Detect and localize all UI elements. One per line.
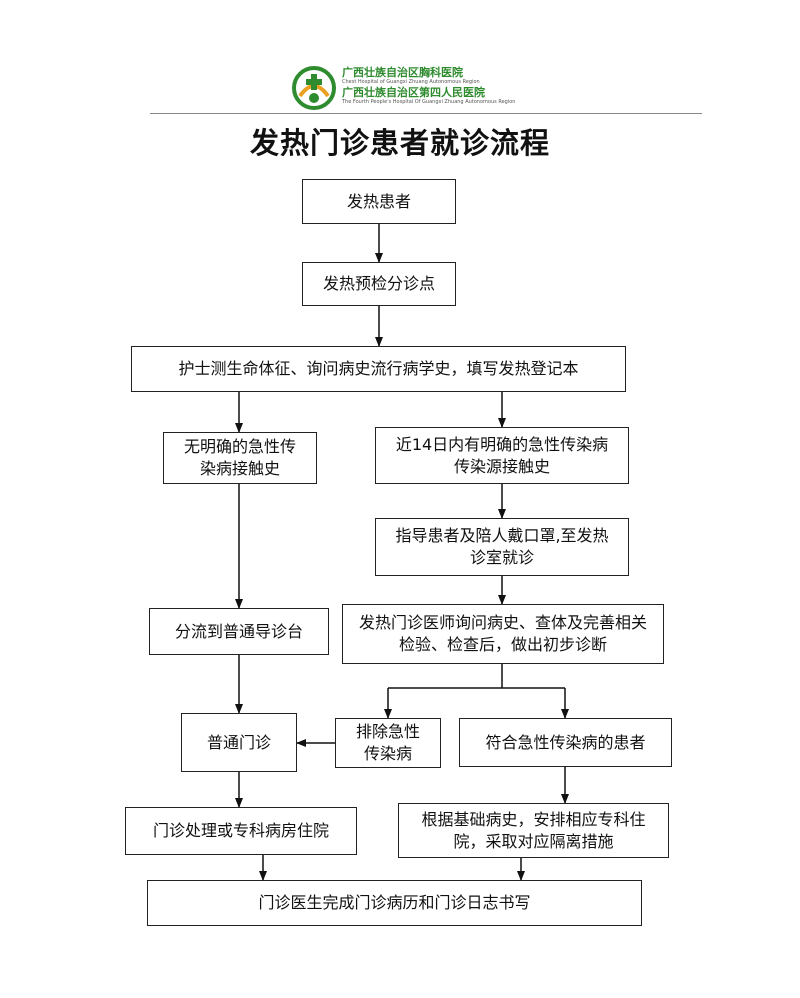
node-no-contact-label: 无明确的急性传染病接触史 (183, 437, 296, 478)
node-final-record-label: 门诊医生完成门诊病历和门诊日志书写 (258, 893, 531, 912)
node-fever-patient-label: 发热患者 (346, 191, 411, 211)
hospital-logo-icon (292, 66, 336, 110)
node-doctor-diagnose-label: 发热门诊医师询问病史、查体及完善相关检验、检查后，做出初步诊断 (358, 613, 647, 654)
node-fever-patient: 发热患者 (302, 179, 456, 224)
hospital-name-2-en: The Fourth People's Hospital Of Guangxi … (342, 99, 516, 105)
logo-text: 广西壮族自治区胸科医院 Chest Hospital of Guangxi Zh… (342, 66, 542, 106)
node-has-contact-label: 近14日内有明确的急性传染病传染源接触史 (395, 434, 609, 476)
node-outpatient-or-admit-label: 门诊处理或专科病房住院 (152, 821, 329, 840)
node-general-clinic-label: 普通门诊 (206, 732, 271, 752)
node-outpatient-or-admit: 门诊处理或专科病房住院 (125, 807, 357, 855)
node-arrange-isolation: 根据基础病史，安排相应专科住院，采取对应隔离措施 (398, 803, 669, 858)
node-nurse-check-label: 护士测生命体征、询问病史流行病学史，填写发热登记本 (178, 359, 579, 378)
page-title: 发热门诊患者就诊流程 (249, 126, 550, 160)
node-triage-point: 发热预检分诊点 (302, 262, 456, 306)
node-triage-point-label: 发热预检分诊点 (322, 274, 435, 293)
node-meets-criteria-label: 符合急性传染病的患者 (485, 732, 646, 752)
node-no-contact: 无明确的急性传染病接触史 (163, 432, 317, 484)
hospital-name-1: 广西壮族自治区胸科医院 (342, 66, 463, 79)
node-exclude-label: 排除急性传染病 (355, 722, 420, 763)
node-meets-criteria: 符合急性传染病的患者 (459, 718, 672, 767)
header-divider (150, 113, 702, 114)
hospital-logo-block: 广西壮族自治区胸科医院 Chest Hospital of Guangxi Zh… (292, 66, 532, 112)
hospital-name-1-en: Chest Hospital of Guangxi Zhuang Autonom… (342, 79, 480, 85)
node-mask-guide-label: 指导患者及陪人戴口罩,至发热诊室就诊 (395, 526, 609, 567)
node-general-clinic: 普通门诊 (181, 713, 297, 772)
node-exclude: 排除急性传染病 (335, 718, 441, 768)
node-nurse-check: 护士测生命体征、询问病史流行病学史，填写发热登记本 (131, 346, 626, 392)
hospital-name-2: 广西壮族自治区第四人民医院 (342, 86, 485, 99)
node-doctor-diagnose: 发热门诊医师询问病史、查体及完善相关检验、检查后，做出初步诊断 (342, 604, 664, 664)
node-has-contact: 近14日内有明确的急性传染病传染源接触史 (375, 427, 629, 484)
node-final-record: 门诊医生完成门诊病历和门诊日志书写 (147, 880, 642, 926)
node-to-general: 分流到普通导诊台 (149, 608, 329, 655)
node-to-general-label: 分流到普通导诊台 (174, 621, 303, 641)
node-mask-guide: 指导患者及陪人戴口罩,至发热诊室就诊 (375, 518, 629, 576)
node-arrange-isolation-label: 根据基础病史，安排相应专科住院，采取对应隔离措施 (421, 809, 646, 851)
